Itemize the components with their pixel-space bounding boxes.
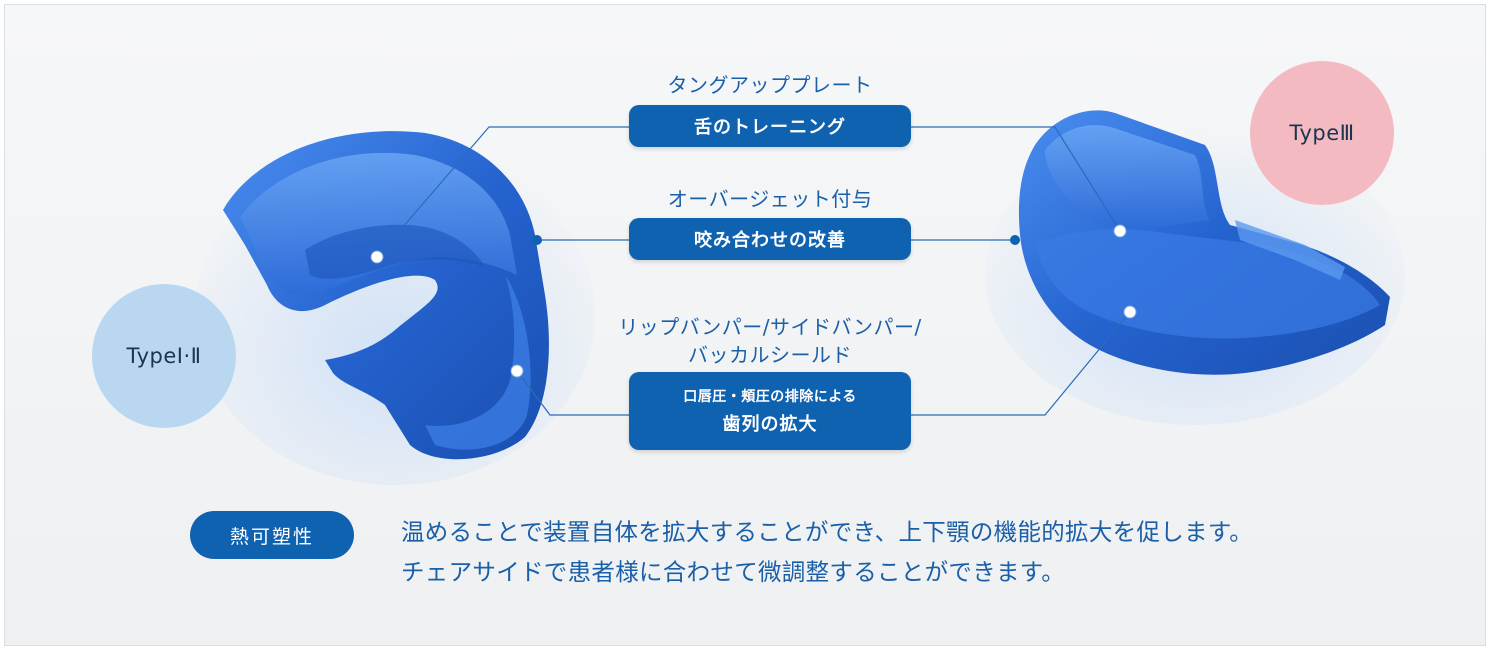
overjet-pill: 咬み合わせの改善 <box>629 218 911 260</box>
tongue-pill: 舌のトレーニング <box>629 105 911 147</box>
bumper-heading-line1: リップバンパー/サイドバンパー/ <box>618 315 922 339</box>
overjet-pill-text: 咬み合わせの改善 <box>694 230 846 251</box>
type12-label: TypeⅠ·Ⅱ <box>126 344 202 368</box>
description-line2: チェアサイドで患者様に合わせて微調整することができます。 <box>401 558 1066 586</box>
tongue-heading: タングアッププレート <box>667 73 873 97</box>
appliance-type12-image <box>195 131 595 485</box>
marker-dots <box>370 224 1137 378</box>
description-line1: 温めることで装置自体を拡大することができ、上下顎の機能的拡大を促します。 <box>401 518 1254 546</box>
bumper-pill: 口唇圧・頬圧の排除による 歯列の拡大 <box>629 372 911 450</box>
bumper-pill-line2: 歯列の拡大 <box>722 414 818 435</box>
connector-lines <box>376 126 1131 416</box>
bumper-heading-line2: バッカルシールド <box>688 343 852 367</box>
bumper-pill-line1: 口唇圧・頬圧の排除による <box>683 389 857 405</box>
type12-circle: TypeⅠ·Ⅱ <box>92 284 236 428</box>
type3-label: TypeⅢ <box>1289 121 1355 145</box>
description: 温めることで装置自体を拡大することができ、上下顎の機能的拡大を促します。 チェア… <box>401 512 1253 592</box>
tongue-pill-text: 舌のトレーニング <box>694 117 846 138</box>
thermoplastic-badge: 熱可塑性 <box>190 511 354 559</box>
type3-circle: TypeⅢ <box>1250 61 1394 205</box>
feature-panel: TypeⅠ·Ⅱ TypeⅢ タングアッププレート 舌のトレーニング オーバージェ… <box>4 4 1486 646</box>
overjet-heading: オーバージェット付与 <box>667 187 873 211</box>
thermoplastic-badge-label: 熱可塑性 <box>229 525 314 548</box>
